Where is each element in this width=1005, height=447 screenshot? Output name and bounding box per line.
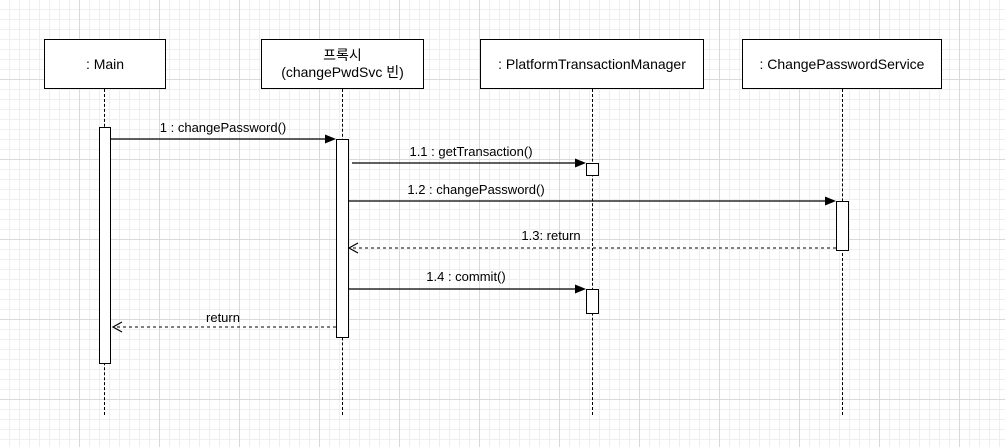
participant-main-label: : Main (85, 55, 125, 72)
message-1-label: 1 : changePassword() (159, 120, 287, 135)
message-1-1-label: 1.1 : getTransaction() (409, 144, 533, 159)
message-1-1-arrow[interactable] (352, 158, 586, 168)
participant-platform-transaction-manager[interactable]: : PlatformTransactionManager (480, 39, 704, 89)
message-1-2-arrow[interactable] (349, 196, 836, 206)
participant-change-password-service[interactable]: : ChangePasswordService (742, 39, 942, 89)
participant-main[interactable]: : Main (44, 39, 166, 89)
message-1-2-label: 1.2 : changePassword() (407, 182, 545, 197)
activation-ptm-get-transaction[interactable] (586, 163, 599, 176)
participant-change-password-service-label: : ChangePasswordService (759, 55, 925, 72)
message-1-3-return-arrow[interactable] (347, 242, 836, 254)
lifeline-change-password-service (842, 89, 843, 415)
message-1-arrow[interactable] (111, 134, 336, 144)
message-return-arrow[interactable] (111, 321, 336, 333)
activation-main[interactable] (99, 127, 111, 364)
lifeline-platform-transaction-manager (592, 89, 593, 415)
message-return-label: return (206, 310, 240, 325)
participant-proxy[interactable]: 프록시 (changePwdSvc 빈) (261, 39, 424, 89)
participant-proxy-label-line1: 프록시 (323, 47, 362, 63)
activation-cps[interactable] (836, 201, 849, 251)
message-1-4-arrow[interactable] (349, 284, 586, 294)
message-1-4-label: 1.4 : commit() (426, 269, 506, 284)
message-1-3-label: 1.3: return (521, 228, 581, 243)
activation-ptm-commit[interactable] (586, 289, 599, 314)
participant-proxy-label-line2: (changePwdSvc 빈) (281, 64, 404, 80)
activation-proxy[interactable] (336, 139, 349, 338)
participant-platform-transaction-manager-label: : PlatformTransactionManager (498, 55, 686, 72)
